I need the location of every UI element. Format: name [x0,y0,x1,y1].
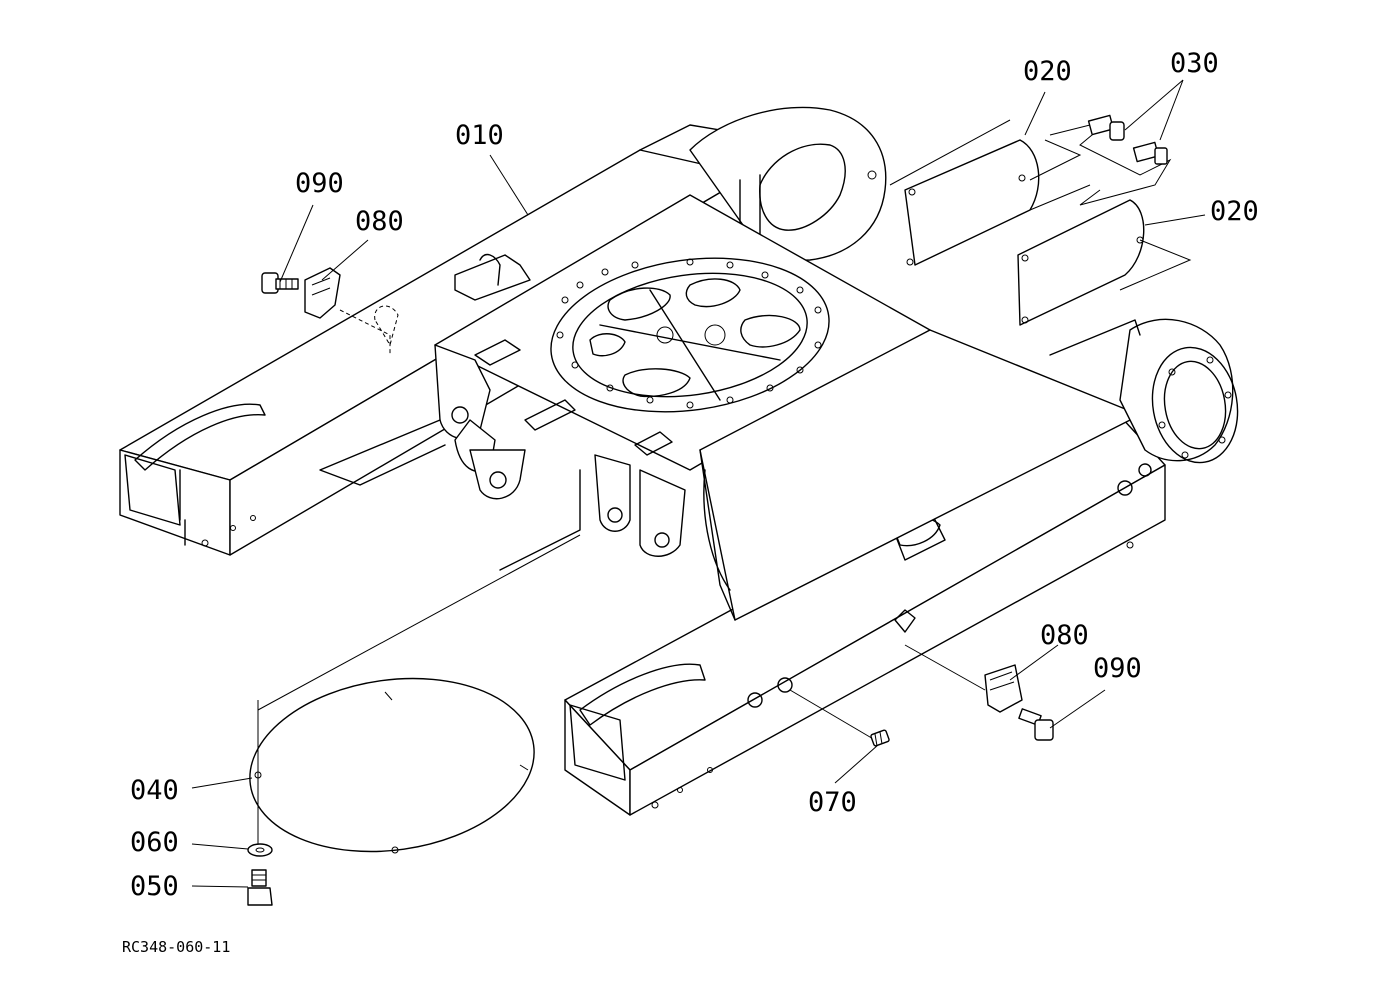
bolt-090-left [261,272,299,294]
label-050: 050 [130,871,179,902]
label-090-left: 090 [295,168,344,199]
washer-060 [247,843,273,857]
drawing-id: RC348-060-11 [122,938,230,956]
leader-lines [191,79,1206,888]
grease-fitting-070 [789,689,890,747]
bolt-050 [247,869,273,906]
label-080-right: 080 [1040,620,1089,651]
label-070: 070 [808,787,857,818]
track-frame-drawing [119,106,1239,816]
plate-080-left [304,267,399,355]
bolt-090-right [1018,708,1054,741]
round-cover-040 [249,534,581,854]
label-040: 040 [130,775,179,806]
label-080-left: 080 [355,206,404,237]
label-030: 030 [1170,48,1219,79]
label-020-right: 020 [1210,196,1259,227]
label-010: 010 [455,120,504,151]
label-090-right: 090 [1093,653,1142,684]
bolts-030 [1049,114,1172,206]
label-020-top: 020 [1023,56,1072,87]
label-060: 060 [130,827,179,858]
cover-plates-020 [889,119,1192,326]
plate-080-right [904,644,1023,713]
